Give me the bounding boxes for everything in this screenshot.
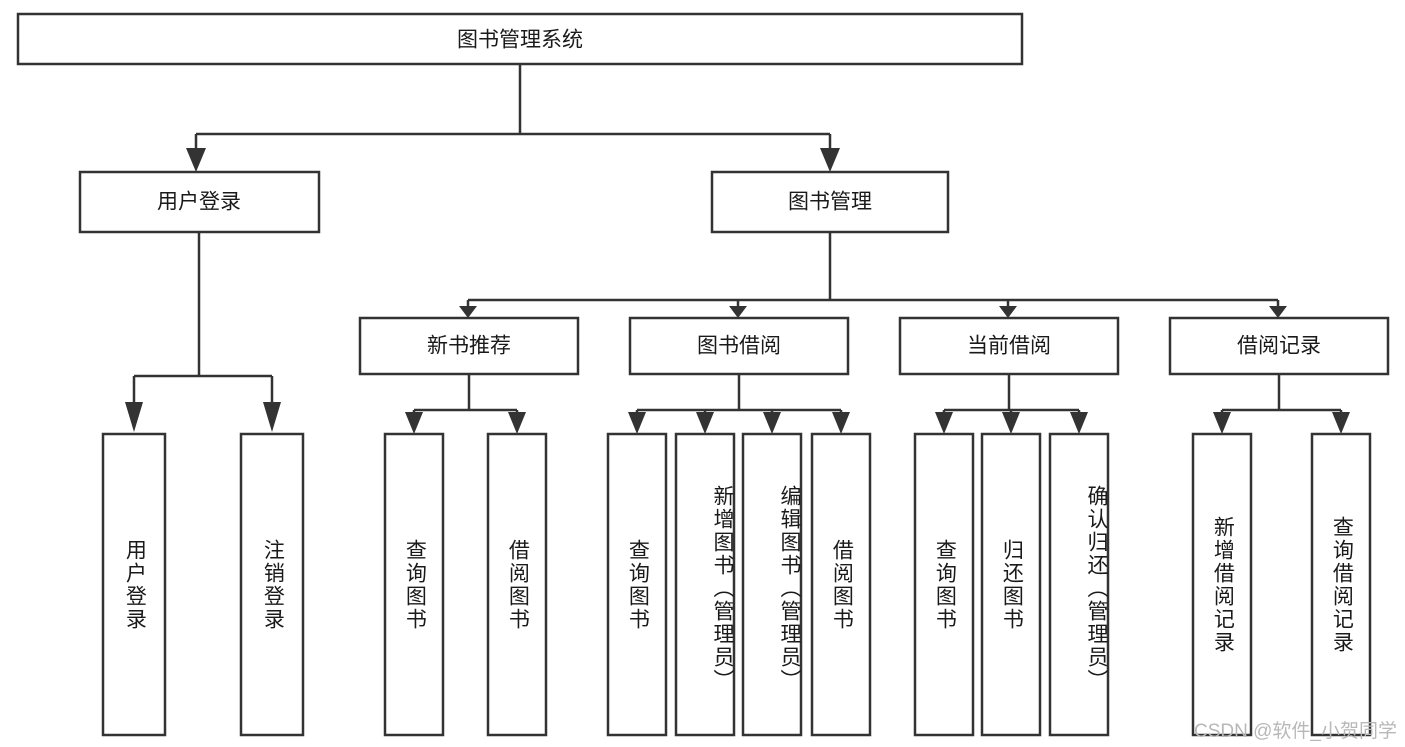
node-leaf-query-book-3[interactable]: [913, 432, 975, 737]
arrowhead-user-login: [186, 148, 206, 172]
node-leaf-add-book[interactable]: [674, 432, 736, 737]
node-leaf-borrow-book-2[interactable]: [810, 432, 872, 737]
arrowhead-leaf-user-login: [125, 402, 143, 432]
node-leaf-edit-book[interactable]: [741, 432, 803, 737]
node-leaf-query-book-2[interactable]: [606, 432, 668, 737]
arrowhead-leaf-query-record: [1332, 412, 1350, 434]
arrowhead-leaf-query-book-3: [935, 412, 953, 434]
node-book-borrow-label: 图书借阅: [697, 335, 781, 358]
arrowhead-current-borrow: [999, 306, 1017, 318]
node-root-label: 图书管理系统: [457, 29, 583, 52]
node-new-book-recommend[interactable]: [358, 316, 580, 376]
node-book-management[interactable]: [710, 170, 950, 234]
arrowhead-leaf-query-book-2: [628, 412, 646, 434]
node-borrow-record[interactable]: [1168, 316, 1390, 376]
node-leaf-query-record[interactable]: [1310, 432, 1372, 737]
node-book-management-label: 图书管理: [788, 191, 872, 214]
node-current-borrow[interactable]: [898, 316, 1120, 376]
node-borrow-record-label: 借阅记录: [1237, 335, 1321, 358]
arrowhead-book-borrow: [729, 306, 747, 318]
node-user-login-label: 用户登录: [157, 191, 241, 214]
node-new-book-recommend-label: 新书推荐: [427, 335, 511, 358]
arrowhead-leaf-borrow-book-1: [508, 412, 526, 434]
arrowhead-new-book-recommend: [459, 306, 477, 318]
node-leaf-add-record[interactable]: [1191, 432, 1253, 737]
connector-group: [125, 64, 1350, 434]
arrowhead-leaf-return-book: [1002, 412, 1020, 434]
node-leaf-confirm-return[interactable]: [1048, 432, 1110, 737]
arrowhead-leaf-add-record: [1213, 412, 1231, 434]
node-root[interactable]: [16, 12, 1024, 66]
arrowhead-borrow-record: [1269, 306, 1287, 318]
arrowhead-leaf-confirm-return: [1070, 412, 1088, 434]
node-leaf-borrow-book-1[interactable]: [486, 432, 548, 737]
arrowhead-leaf-add-book: [696, 412, 714, 434]
node-leaf-return-book[interactable]: [980, 432, 1042, 737]
arrowhead-leaf-edit-book: [763, 412, 781, 434]
node-book-borrow[interactable]: [628, 316, 850, 376]
node-leaf-logout[interactable]: [239, 432, 305, 737]
node-user-login[interactable]: [78, 170, 321, 234]
arrowhead-leaf-logout: [263, 402, 281, 432]
node-current-borrow-label: 当前借阅: [967, 335, 1051, 358]
arrowhead-leaf-query-book-1: [405, 412, 423, 434]
node-leaf-query-book-1[interactable]: [383, 432, 445, 737]
arrowhead-leaf-borrow-book-2: [832, 412, 850, 434]
node-leaf-user-login[interactable]: [101, 432, 167, 737]
arrowhead-book-management: [820, 148, 840, 172]
